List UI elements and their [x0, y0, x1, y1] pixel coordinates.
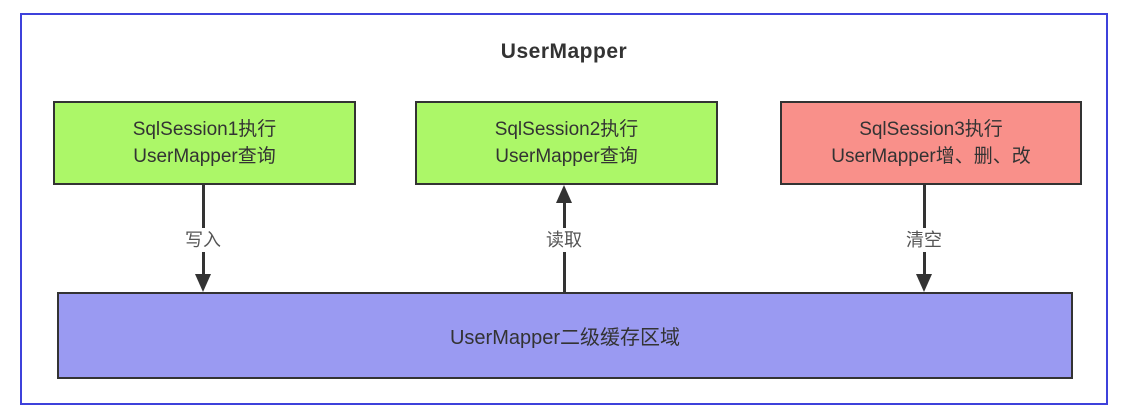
diagram-title: UserMapper: [500, 40, 628, 63]
node-sqlsession1: SqlSession1执行 UserMapper查询: [53, 101, 356, 185]
arrow-label-read: 读取: [541, 228, 587, 252]
node-sqlsession1-line2: UserMapper查询: [133, 146, 276, 167]
arrow-head-down-icon: [916, 274, 932, 292]
arrow-label-clear: 清空: [901, 228, 947, 252]
node-sqlsession1-line1: SqlSession1执行: [132, 119, 277, 140]
arrow-label-write: 写入: [180, 228, 226, 252]
arrow-head-down-icon: [195, 274, 211, 292]
node-sqlsession3: SqlSession3执行 UserMapper增、删、改: [780, 101, 1082, 185]
node-cache-area: UserMapper二级缓存区域: [57, 292, 1073, 379]
node-sqlsession2: SqlSession2执行 UserMapper查询: [415, 101, 718, 185]
node-cache-area-label: UserMapper二级缓存区域: [449, 327, 681, 349]
node-sqlsession3-line2: UserMapper增、删、改: [831, 146, 1031, 167]
node-sqlsession3-line1: SqlSession3执行: [859, 119, 1003, 140]
node-sqlsession2-line1: SqlSession2执行: [494, 119, 639, 140]
arrow-head-up-icon: [556, 185, 572, 203]
node-sqlsession2-line2: UserMapper查询: [495, 146, 638, 167]
